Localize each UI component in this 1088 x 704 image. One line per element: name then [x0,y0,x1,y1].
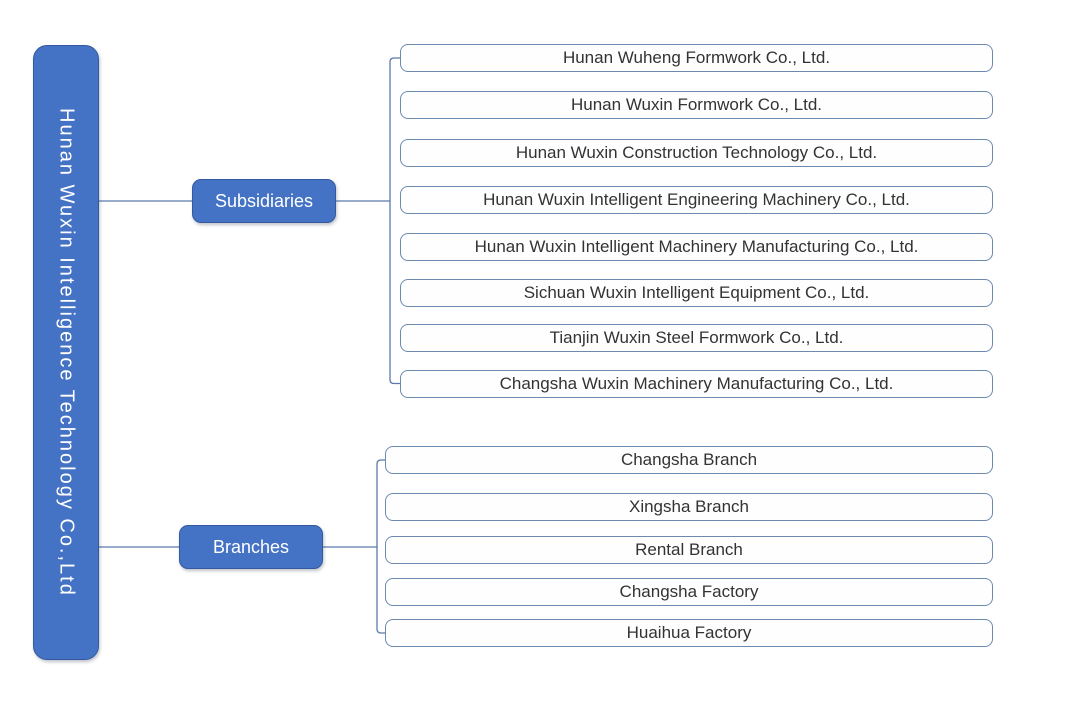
branch-node: Changsha Factory [385,577,993,606]
root-node-label: Hunan Wuxin Intelligence Technology Co.,… [55,108,78,597]
subsidiary-node: Hunan Wuxin Construction Technology Co.,… [400,139,993,167]
branch-node: Rental Branch [385,535,993,564]
subsidiary-node: Sichuan Wuxin Intelligent Equipment Co.,… [400,279,993,307]
subsidiary-node: Hunan Wuxin Intelligent Engineering Mach… [400,186,993,214]
subsidiary-node: Tianjin Wuxin Steel Formwork Co., Ltd. [400,323,993,352]
root-node: Hunan Wuxin Intelligence Technology Co.,… [33,45,99,660]
subsidiary-node: Hunan Wuheng Formwork Co., Ltd. [400,44,993,72]
branch-node: Huaihua Factory [385,619,993,647]
subsidiary-node: Changsha Wuxin Machinery Manufacturing C… [400,369,993,398]
connector-subsidiaries-bracket [389,57,400,385]
connector-branches-bracket [376,459,385,634]
branch-node: Xingsha Branch [385,492,993,521]
group-node-branches: Branches [179,525,323,569]
group-node-subsidiaries: Subsidiaries [192,179,336,223]
subsidiary-node: Hunan Wuxin Intelligent Machinery Manufa… [400,232,993,261]
branch-node: Changsha Branch [385,446,993,474]
subsidiary-node: Hunan Wuxin Formwork Co., Ltd. [400,90,993,119]
